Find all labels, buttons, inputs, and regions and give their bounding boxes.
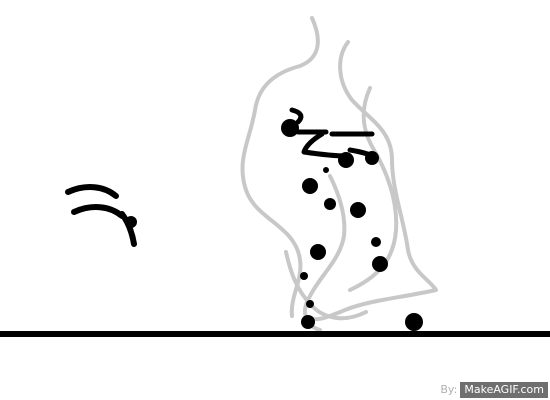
stick-figure-head [125,216,137,228]
debris-dot [300,272,308,280]
debris-dot [371,237,381,247]
debris-dot [405,313,423,331]
ground-line [0,331,550,337]
stick-figure-arms [65,184,119,199]
smoke-outline-right [306,40,438,322]
debris-dot [323,167,329,173]
debris-dot [324,198,336,210]
stick-figure-head [281,119,299,137]
debris-dot [306,300,314,308]
stick-figure-icon [281,107,379,161]
debris-dot [372,256,388,272]
debris-dot [365,151,379,165]
stick-figure-icon [65,184,137,247]
smoke-outline-left [240,16,320,318]
debris-dot [301,315,315,329]
debris-dot [338,152,354,168]
watermark-brand-label[interactable]: MakeAGIF.com [460,382,548,398]
stick-figure-torso [289,107,304,125]
debris-dot [350,202,366,218]
smoke-outline-icon [240,16,438,332]
stick-figure-leg [301,131,349,159]
watermark-by-label: By: [440,383,458,396]
watermark: By: MakeAGIF.com [440,382,548,398]
debris-dot [310,244,326,260]
debris-dot [302,178,318,194]
debris-dots [300,151,423,331]
stick-figure-legs [71,204,125,219]
